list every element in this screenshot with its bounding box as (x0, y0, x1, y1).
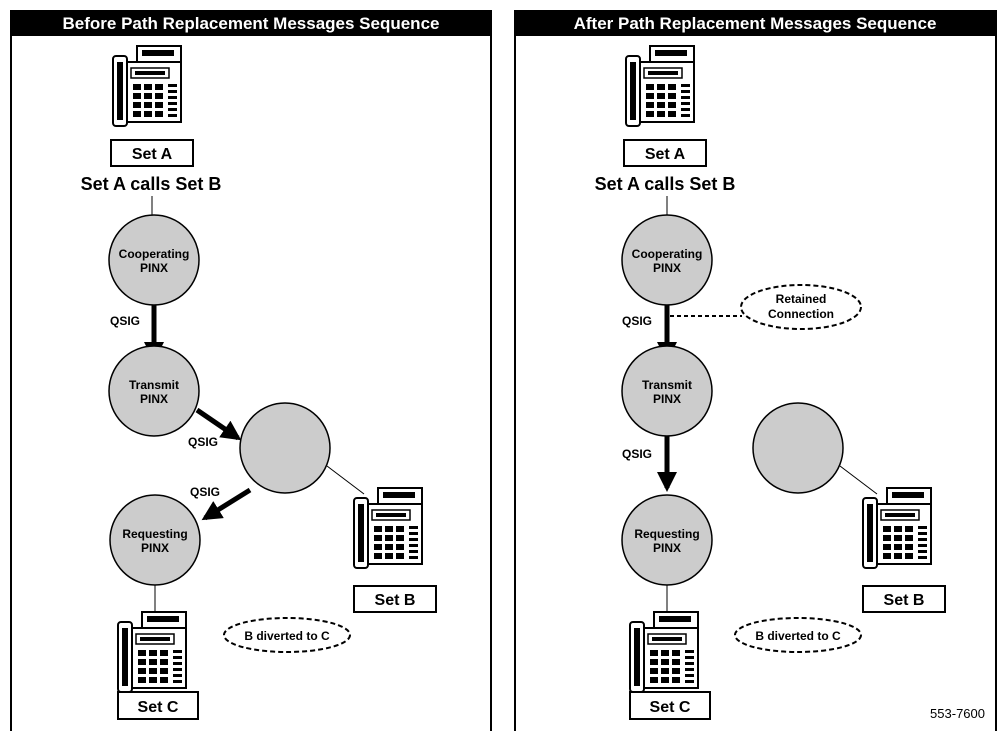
left-set-a-phone-icon (112, 45, 182, 127)
left-set-c-phone-icon (117, 611, 187, 693)
left-requesting-label-1: Requesting (122, 527, 187, 541)
right-set-b-phone-icon (862, 487, 932, 569)
left-title-bar (10, 10, 492, 36)
figure-number: 553-7600 (930, 706, 985, 721)
left-arrow-transmit-intermediate (195, 407, 242, 441)
left-set-b-box (353, 585, 437, 613)
right-set-c-label: Set C (650, 699, 691, 716)
right-requesting-label-2: PINX (653, 541, 681, 555)
right-retained-label-2: Connection (768, 307, 834, 321)
right-set-a-label: Set A (645, 146, 686, 163)
right-retained-bubble (740, 284, 862, 330)
left-set-c-label: Set C (138, 699, 179, 716)
left-qsig-1: QSIG (110, 314, 140, 328)
right-panel-title: After Path Replacement Messages Sequence (574, 14, 937, 33)
right-diverted-note: B diverted to C (755, 629, 841, 643)
left-link-intermediate-set-b (326, 465, 365, 495)
left-qsig-3: QSIG (190, 485, 220, 499)
right-qsig-1: QSIG (622, 314, 652, 328)
left-diverted-note-bubble (223, 617, 351, 653)
right-retained-label-1: Retained (776, 292, 827, 306)
right-link-intermediate-set-b (839, 465, 878, 495)
left-diverted-note: B diverted to C (244, 629, 330, 643)
right-set-c-phone-icon (629, 611, 699, 693)
right-transmit-label-2: PINX (653, 392, 681, 406)
right-calls-text: Set A calls Set B (595, 174, 736, 194)
right-title-bar (514, 10, 997, 36)
left-requesting-label-2: PINX (141, 541, 169, 555)
right-qsig-2: QSIG (622, 447, 652, 461)
right-diverted-note-bubble (734, 617, 862, 653)
right-set-c-box (629, 691, 711, 720)
right-intermediate-node (752, 402, 844, 494)
right-requesting-label-1: Requesting (634, 527, 699, 541)
left-transmit-pinx-node (108, 345, 200, 437)
left-intermediate-node (239, 402, 331, 494)
right-set-a-phone-icon (625, 45, 695, 127)
left-calls-text: Set A calls Set B (81, 174, 222, 194)
left-qsig-2: QSIG (188, 435, 218, 449)
left-set-c-box (117, 691, 199, 720)
left-set-b-label: Set B (375, 592, 416, 609)
left-set-b-phone-icon (353, 487, 423, 569)
right-panel: After Path Replacement Messages Sequence… (514, 10, 997, 731)
right-transmit-label-1: Transmit (642, 378, 692, 392)
left-cooperating-label-2: PINX (140, 261, 168, 275)
left-transmit-label-1: Transmit (129, 378, 179, 392)
left-panel-title: Before Path Replacement Messages Sequenc… (63, 14, 440, 33)
right-set-b-box (862, 585, 946, 613)
left-arrow-intermediate-requesting (201, 487, 252, 521)
left-transmit-label-2: PINX (140, 392, 168, 406)
right-cooperating-label-1: Cooperating (632, 247, 703, 261)
left-set-a-label: Set A (132, 146, 173, 163)
right-cooperating-label-2: PINX (653, 261, 681, 275)
right-set-b-label: Set B (884, 592, 925, 609)
right-set-a-box (623, 139, 707, 167)
left-panel: Before Path Replacement Messages Sequenc… (10, 10, 492, 731)
left-cooperating-label-1: Cooperating (119, 247, 190, 261)
left-set-a-box (110, 139, 194, 167)
